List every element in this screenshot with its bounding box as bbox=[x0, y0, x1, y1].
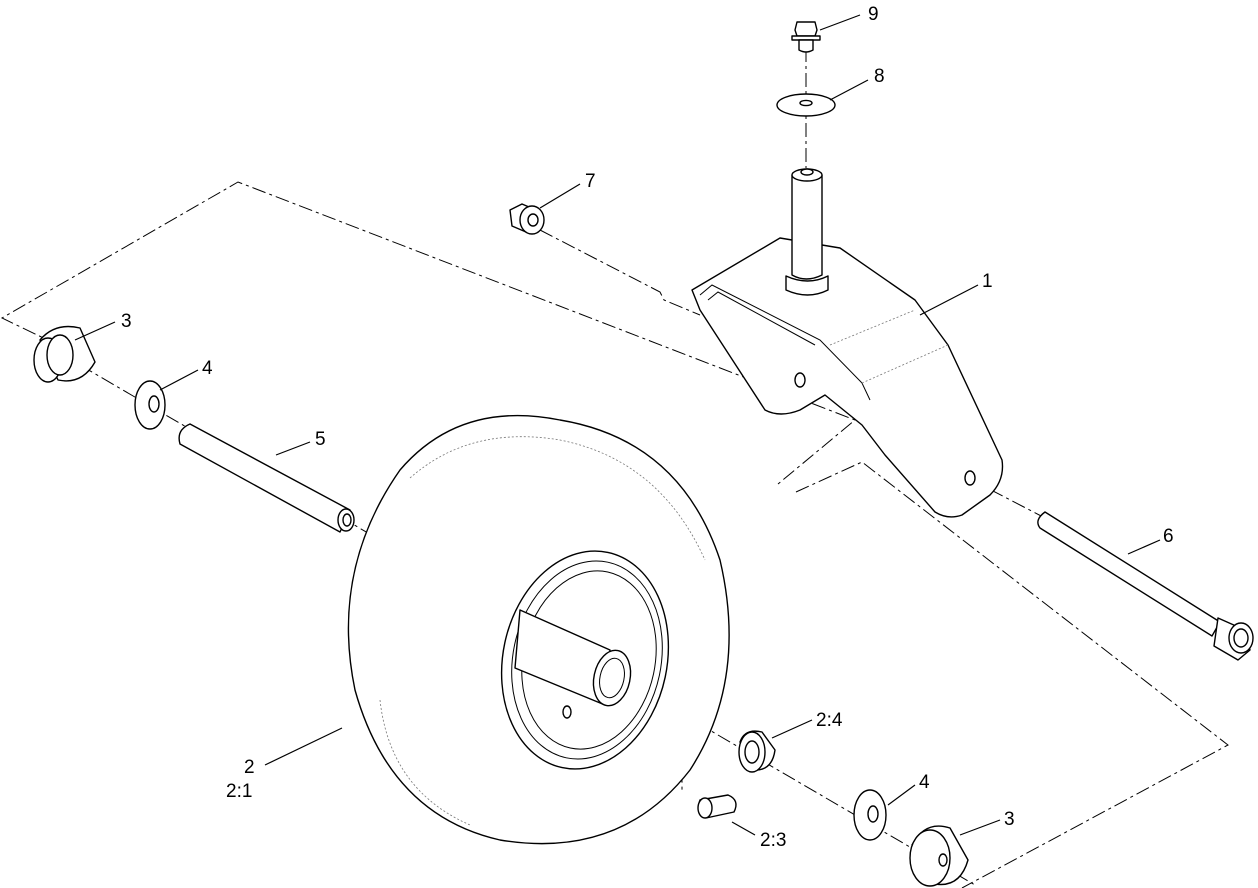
callout-2-1: 2:1 bbox=[226, 781, 252, 802]
callout-4-left: 4 bbox=[202, 358, 213, 379]
bearing-2-4 bbox=[738, 730, 776, 773]
callout-2-3: 2:3 bbox=[760, 830, 786, 851]
bolt-6 bbox=[1037, 511, 1254, 661]
leader-6 bbox=[1127, 539, 1161, 555]
callout-2: 2 bbox=[244, 757, 255, 778]
leader-lines bbox=[74, 14, 1161, 836]
spacer-3-right bbox=[909, 825, 969, 887]
tube-5 bbox=[178, 423, 355, 533]
spacer-3-left bbox=[33, 325, 96, 383]
leader-1 bbox=[919, 284, 979, 316]
callout-5: 5 bbox=[315, 429, 326, 450]
leader-9 bbox=[819, 14, 861, 31]
nut-7 bbox=[509, 203, 545, 235]
callout-1: 1 bbox=[982, 271, 993, 292]
washer-4-left bbox=[134, 380, 166, 430]
callout-9: 9 bbox=[868, 4, 879, 25]
leader-3-left bbox=[74, 321, 116, 341]
callout-8: 8 bbox=[874, 66, 885, 87]
callout-labels: 9 8 7 1 3 4 5 6 2 2:1 2:4 2:3 4 3 bbox=[121, 4, 1174, 851]
bolt-axis-line bbox=[967, 477, 1046, 519]
nut-axis-line bbox=[539, 229, 701, 316]
leader-5 bbox=[275, 441, 311, 456]
callout-7: 7 bbox=[585, 171, 596, 192]
leader-4-left bbox=[159, 369, 199, 391]
leader-7 bbox=[539, 183, 581, 209]
wheel-2 bbox=[347, 414, 730, 845]
callout-3-left: 3 bbox=[121, 311, 132, 332]
leader-2-3 bbox=[731, 821, 756, 836]
leader-2 bbox=[264, 727, 343, 766]
washer-4-right bbox=[853, 789, 887, 841]
leader-4-right bbox=[887, 784, 916, 806]
leader-8 bbox=[829, 79, 869, 101]
phantom-line-right-loop bbox=[795, 461, 1229, 888]
bracket-1 bbox=[691, 168, 1004, 518]
washer-8 bbox=[776, 93, 836, 117]
callout-3-right: 3 bbox=[1004, 809, 1015, 830]
valve-stem-2-3 bbox=[697, 794, 737, 819]
leader-2-4 bbox=[771, 719, 813, 739]
callout-4-right: 4 bbox=[919, 772, 930, 793]
callout-2-4: 2:4 bbox=[816, 710, 843, 731]
leader-3-right bbox=[959, 819, 1001, 836]
callout-6: 6 bbox=[1163, 526, 1174, 547]
phantom-line-left-loop bbox=[0, 181, 856, 485]
axle-line-left bbox=[79, 364, 381, 541]
bolt-9 bbox=[791, 21, 821, 53]
